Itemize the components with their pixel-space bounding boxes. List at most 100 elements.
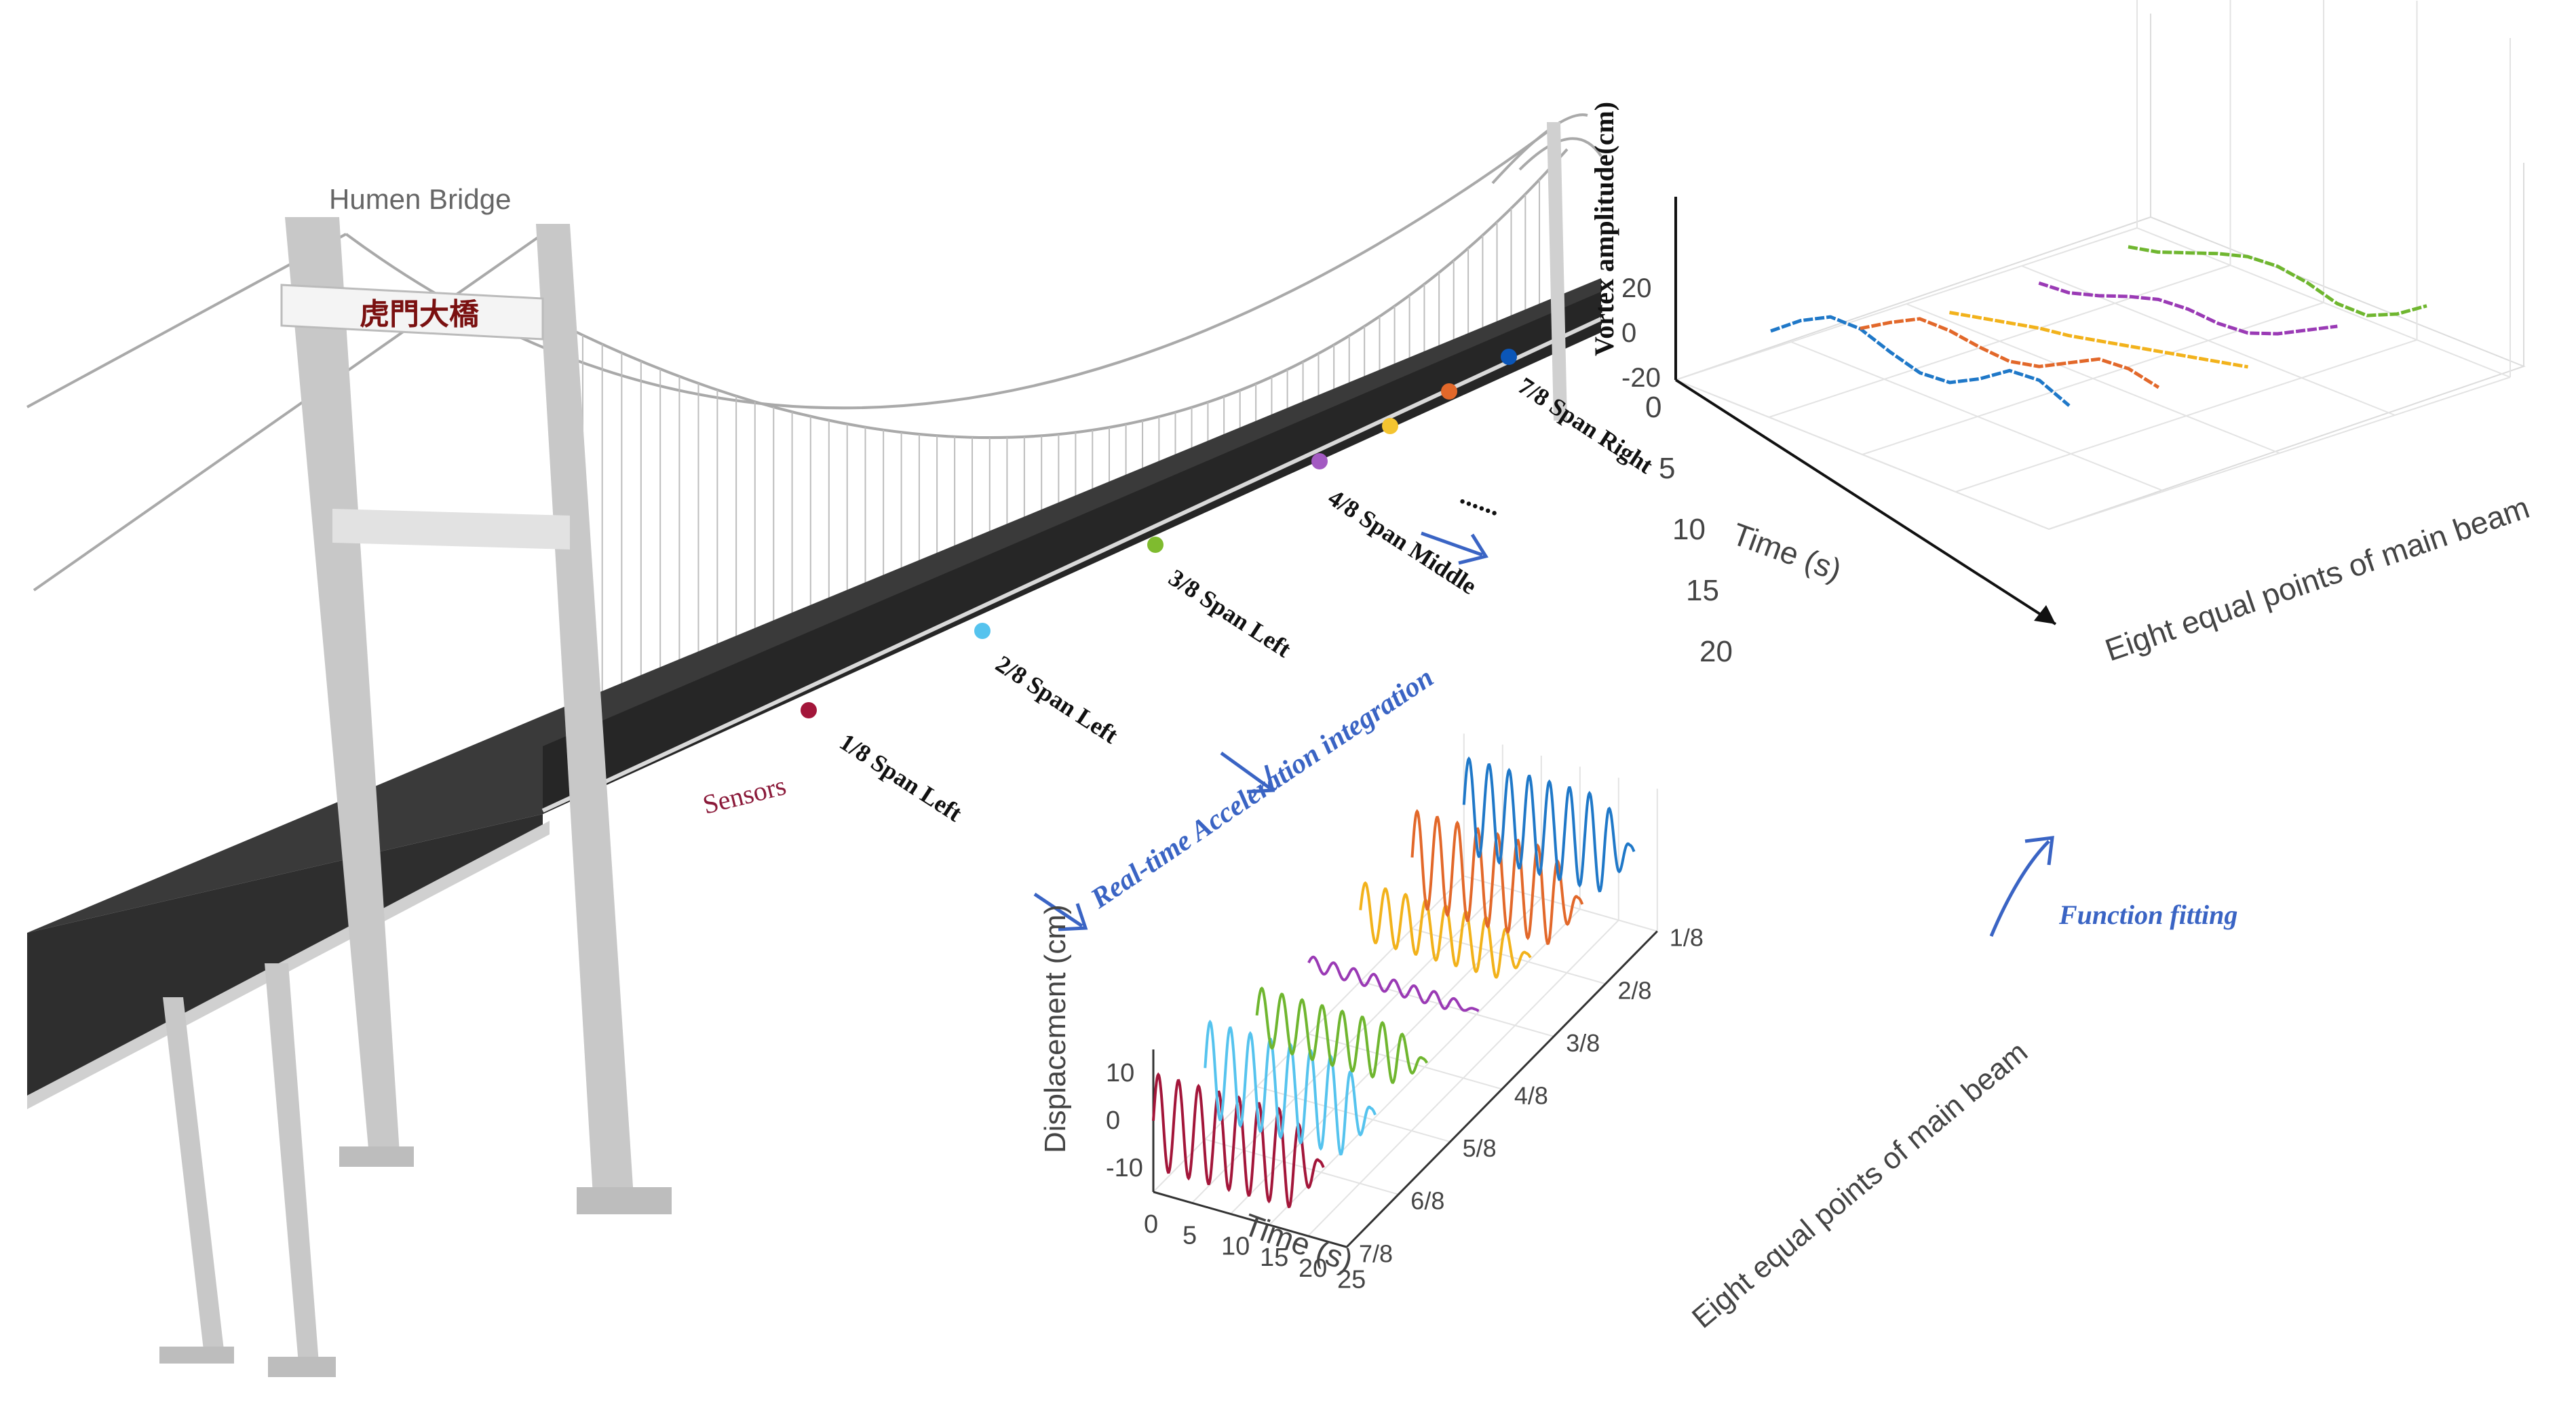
grid-line	[1360, 980, 1554, 1037]
left-tower-leg-a	[285, 217, 400, 1163]
displacement-series-line	[1152, 1072, 1325, 1208]
position-tick-label: 4/8	[1514, 1081, 1548, 1109]
z-tick-label: -20	[1621, 363, 1661, 393]
far-cable-a	[1491, 113, 1588, 185]
arrow-function-fitting-icon	[1989, 836, 2054, 937]
z-tick-label: -10	[1106, 1154, 1143, 1182]
approach-piers	[159, 963, 336, 1377]
grid-line	[1463, 875, 1658, 932]
sensor-dot	[974, 623, 991, 639]
sensor-dot	[1311, 453, 1328, 469]
z-tick-label: 20	[1621, 273, 1652, 303]
left-tower-base-a	[339, 1146, 414, 1167]
time-tick-label: 0	[1645, 391, 1661, 424]
grid-line	[1906, 303, 2280, 454]
time-tick-label: 25	[1337, 1265, 1366, 1294]
left-tower	[280, 217, 672, 1214]
sensor-dot	[1501, 349, 1517, 365]
displacement-series-line	[1410, 809, 1584, 945]
left-tower-beam	[332, 509, 570, 549]
time-axis	[1674, 379, 2057, 625]
position-tick-label: 6/8	[1410, 1187, 1444, 1215]
grid-line	[1256, 1085, 1450, 1143]
amplitude-depth-label: Eight equal points of main beam	[2100, 489, 2533, 668]
time-tick-label: 20	[1299, 1254, 1327, 1283]
sensor-dot	[1382, 418, 1398, 434]
position-tick-label: 1/8	[1670, 924, 1704, 952]
grid-line	[2021, 265, 2396, 416]
sensor-label: 4/8 Span Middle	[1324, 484, 1482, 600]
deck-girder	[543, 292, 1601, 814]
displacement-depth-label: Eight equal points of main beam	[1686, 1035, 2034, 1335]
far-cable-b	[1518, 137, 1602, 171]
grid-line	[1308, 1033, 1503, 1090]
arrow-span-icon	[1421, 531, 1488, 565]
left-tower-leg-b	[536, 224, 634, 1208]
time-axis-arrow-icon	[2034, 605, 2056, 624]
left-tower-base-b	[577, 1187, 672, 1214]
z-tick-label: 0	[1106, 1106, 1120, 1135]
displacement-ylabel: Displacement (cm)	[1039, 904, 1072, 1153]
back-main-cable	[345, 121, 1562, 410]
grid-line	[1675, 379, 2050, 530]
time-tick-label: 0	[1144, 1210, 1158, 1239]
amplitude-grid	[1674, 0, 2526, 625]
bridge-title: Humen Bridge	[329, 183, 511, 215]
fitting-label: Function fitting	[2058, 900, 2237, 930]
pier-b	[265, 963, 319, 1364]
sensor-label: 3/8 Span Left	[1164, 564, 1296, 663]
deck-railing	[541, 317, 1602, 813]
time-axis	[1153, 1191, 1347, 1248]
arrow-integration-icon	[1220, 751, 1275, 794]
sensor-dot	[801, 702, 817, 718]
sensor-dot	[1441, 383, 1457, 400]
deck-underside	[27, 814, 543, 1096]
far-tower	[1547, 122, 1567, 421]
amplitude-series-line	[2128, 245, 2427, 317]
amplitude-xlabel: Time (s)	[1728, 516, 1847, 588]
grid-line	[1412, 928, 1606, 985]
floor-outline	[1674, 216, 2526, 530]
sensors-label: Sensors	[699, 770, 789, 820]
grid-line	[1790, 341, 2165, 492]
z-tick-label: 0	[1621, 318, 1636, 348]
integration-label: Real-time Acceleration integration	[1085, 662, 1439, 915]
amplitude-series-line	[2038, 281, 2338, 336]
pier-a	[163, 997, 224, 1350]
displacement-series	[1152, 756, 1636, 1208]
displacement-series-line	[1255, 986, 1429, 1084]
amplitude-series-line	[1949, 311, 2248, 369]
deck-top	[27, 278, 1601, 933]
time-tick-label: 5	[1183, 1221, 1197, 1250]
displacement-series-line	[1462, 756, 1636, 893]
time-tick-label: 10	[1221, 1233, 1250, 1261]
ellipsis-label: ......	[1457, 479, 1505, 522]
grid-line	[1205, 1138, 1399, 1195]
amplitude-series	[1770, 245, 2427, 407]
position-tick-label: 7/8	[1359, 1239, 1393, 1267]
sensor-label: 1/8 Span Left	[835, 728, 967, 827]
position-axis	[1345, 930, 1658, 1248]
position-tick-label: 2/8	[1618, 976, 1652, 1004]
gate-sign: 虎門大橋	[360, 298, 479, 331]
displacement-series-line	[1307, 955, 1480, 1013]
pier-d	[268, 1357, 336, 1377]
amplitude-series-line	[1860, 317, 2160, 389]
sensor-dot	[1147, 537, 1164, 553]
time-tick-label: 15	[1260, 1243, 1288, 1272]
position-tick-label: 5/8	[1463, 1134, 1497, 1162]
amplitude-series-line	[1770, 315, 2071, 407]
amplitude-ylabel: Vortex amplitude(cm)	[1589, 102, 1619, 356]
z-tick-label: 10	[1106, 1059, 1134, 1087]
position-tick-label: 3/8	[1566, 1029, 1600, 1057]
time-tick-label: 10	[1672, 513, 1706, 546]
pier-c	[159, 1347, 234, 1364]
arrow-to-displacement-icon	[1033, 892, 1088, 931]
left-tower-gate	[280, 284, 544, 341]
